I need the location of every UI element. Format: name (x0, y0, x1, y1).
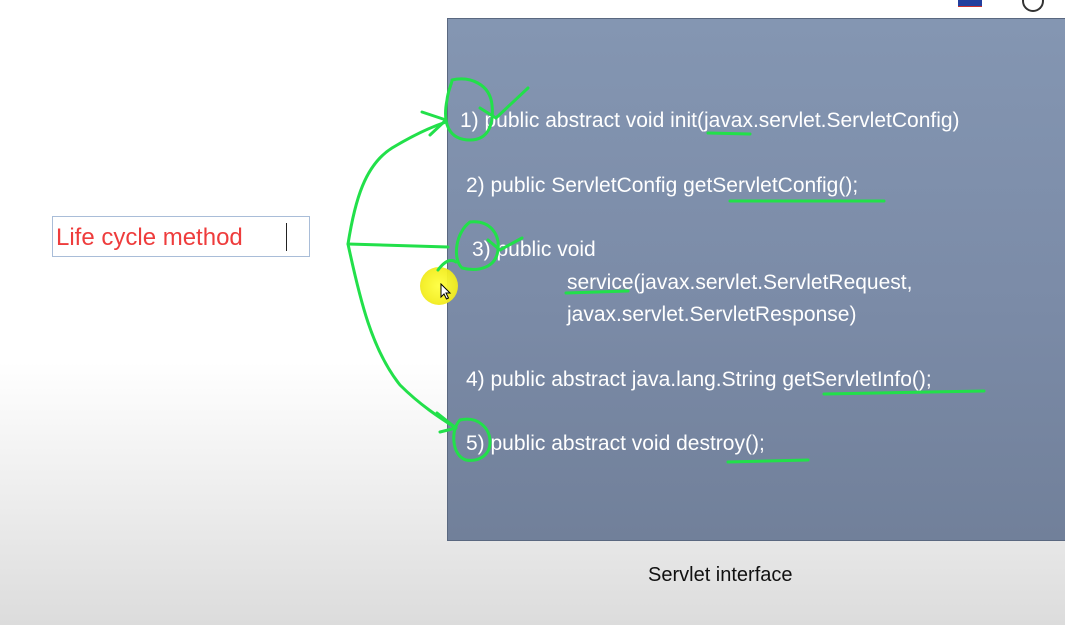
annotation-branch-service (346, 242, 450, 249)
cursor-highlight (420, 267, 458, 305)
method-service-signature: 3) public void (472, 238, 596, 261)
annotation-arrowhead-init (420, 110, 448, 137)
mouse-pointer-icon (440, 283, 452, 300)
method-get-servlet-info: 4) public abstract java.lang.String getS… (466, 368, 932, 391)
method-service-request: service(javax.servlet.ServletRequest, (567, 271, 913, 294)
slide-caption: Servlet interface (648, 564, 793, 586)
lifecycle-label: Life cycle method (56, 224, 243, 251)
tray-refresh-icon (1022, 0, 1044, 12)
tray-app-icon (958, 0, 982, 7)
annotation-branch-init (346, 120, 448, 246)
lifecycle-text-box[interactable]: Life cycle method (52, 216, 310, 257)
method-destroy: 5) public abstract void destroy(); (466, 432, 765, 455)
method-init: 1) public abstract void init(javax.servl… (460, 109, 960, 132)
servlet-interface-panel: 1) public abstract void init(javax.servl… (447, 18, 1065, 541)
method-service-response: javax.servlet.ServletResponse) (567, 303, 857, 326)
method-get-servlet-config: 2) public ServletConfig getServletConfig… (466, 174, 859, 197)
text-caret (286, 223, 287, 251)
